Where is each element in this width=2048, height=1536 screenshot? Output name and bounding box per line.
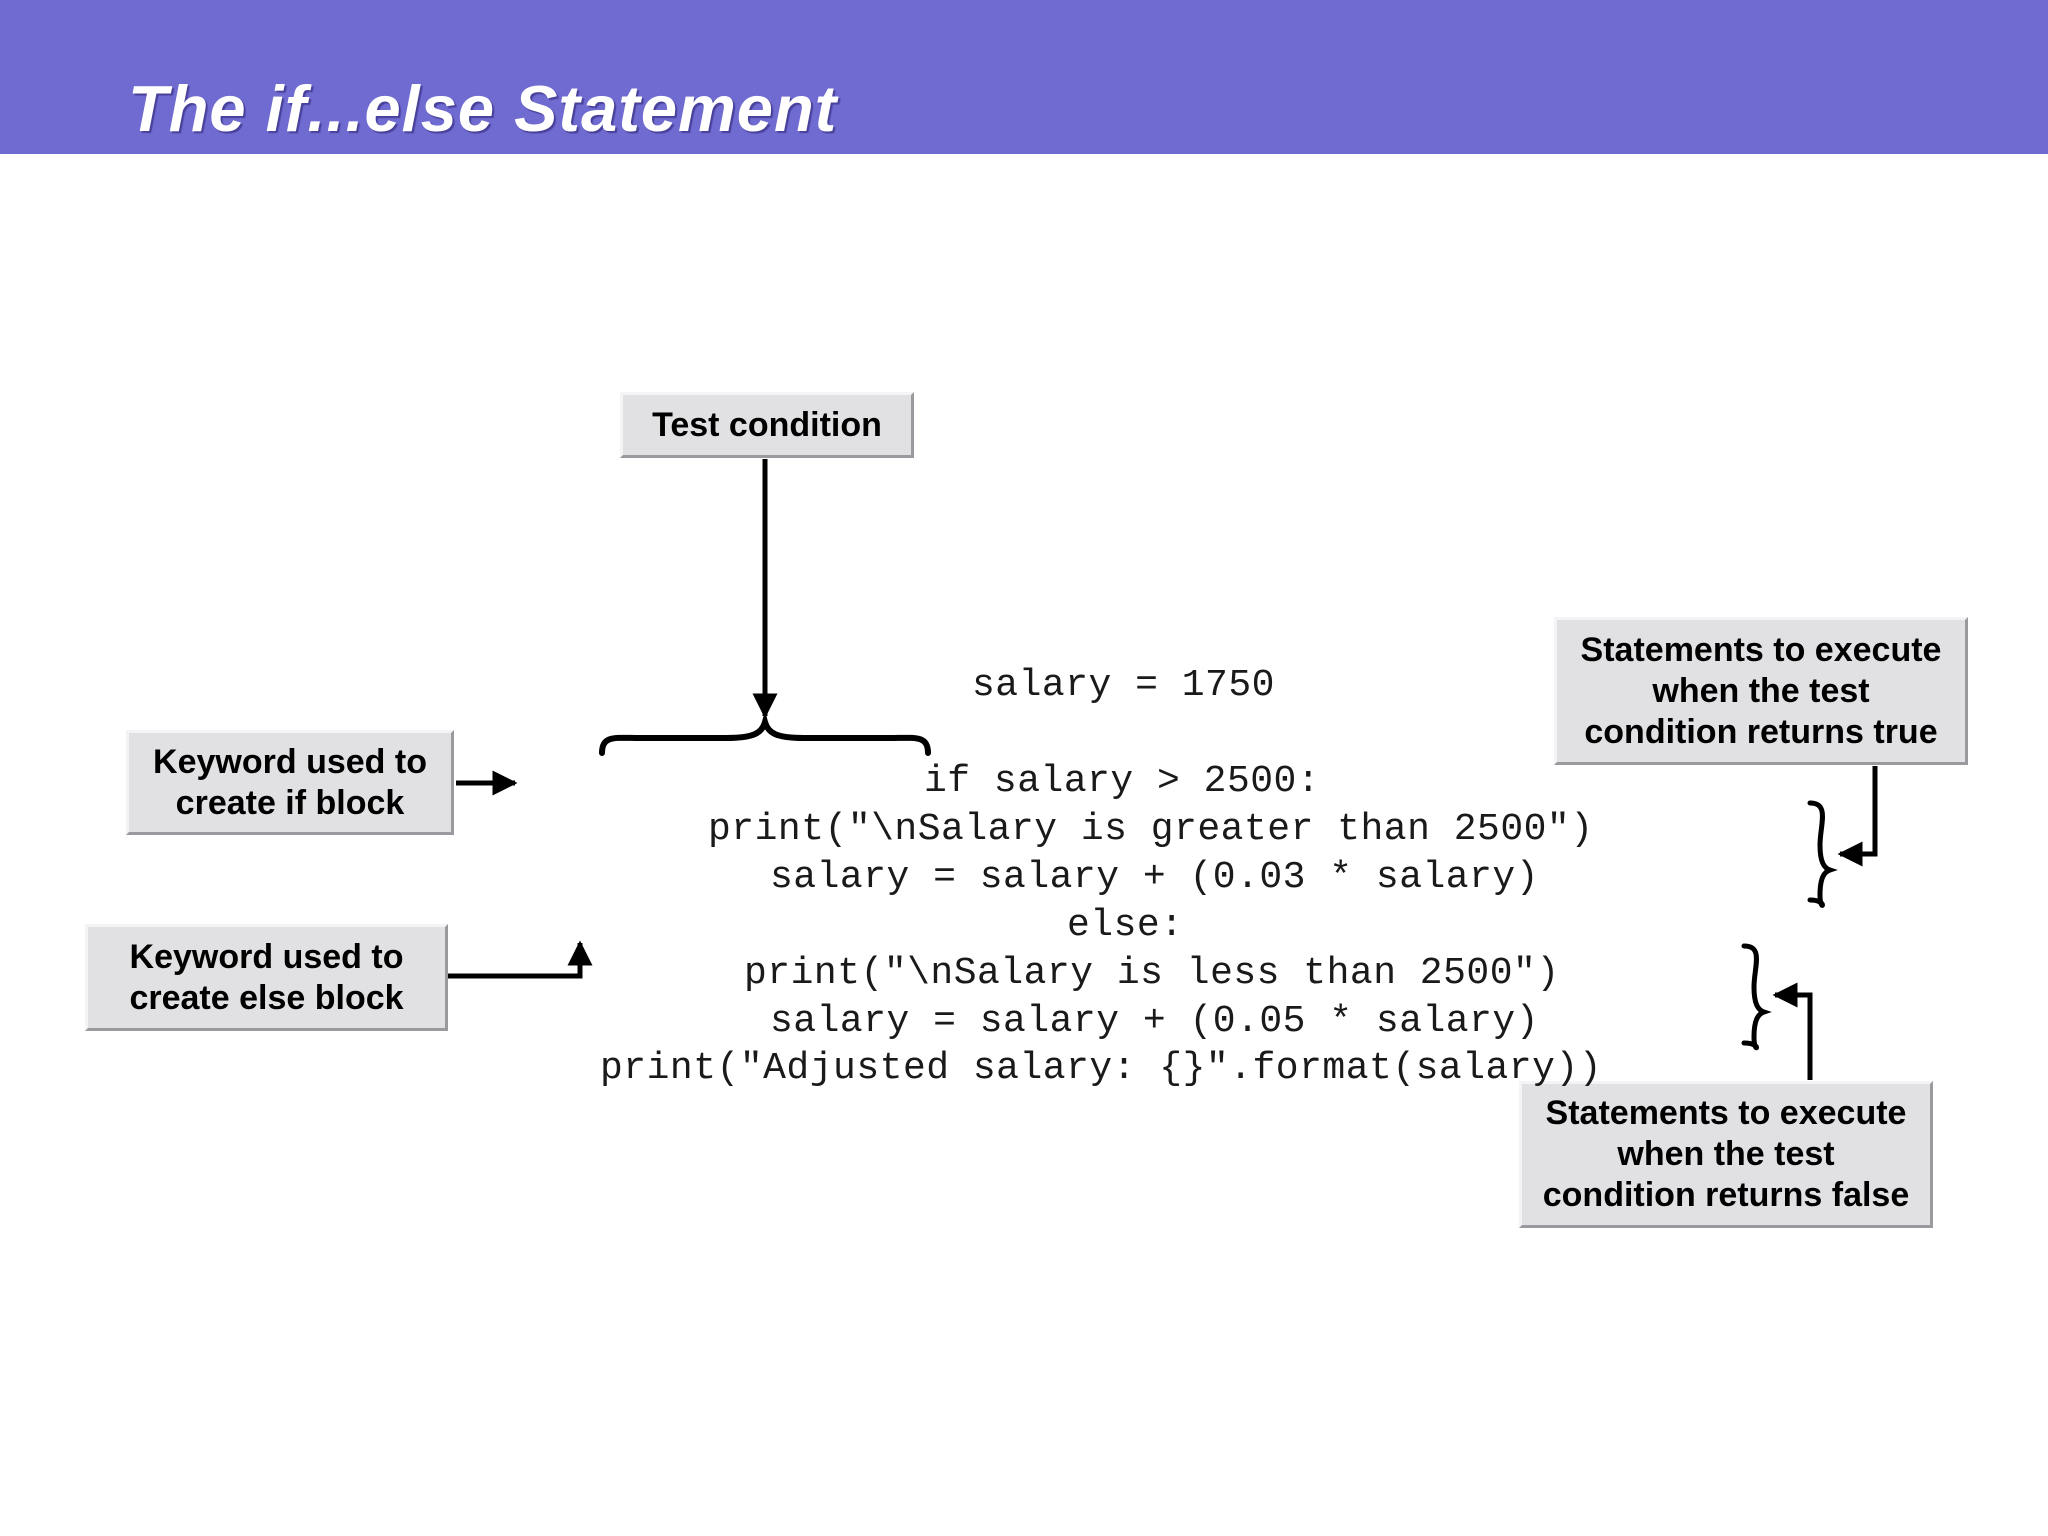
false-statements-callout: Statements to execute when the test cond…: [1519, 1081, 1933, 1228]
code-line-3: print("\nSalary is greater than 2500"): [708, 808, 1594, 851]
title-banner: The if...else Statement: [0, 0, 2048, 154]
else-keyword-arrow: [448, 940, 593, 979]
if-keyword-callout: Keyword used to create if block: [126, 730, 454, 835]
else-keyword-callout: Keyword used to create else block: [85, 924, 448, 1031]
code-line-2: if salary > 2500:: [924, 760, 1321, 803]
false-statements-arrow: [1772, 982, 1813, 1080]
false-block-brace: [1741, 943, 1772, 1051]
code-line-8: print("Adjusted salary: {}".format(salar…: [600, 1047, 1603, 1090]
code-line-1: salary = 1750: [972, 664, 1275, 707]
test-condition-callout: Test condition: [620, 392, 914, 458]
true-statements-arrow: [1837, 766, 1878, 867]
code-line-5: else:: [1067, 904, 1184, 947]
code-line-4: salary = salary + (0.03 * salary): [770, 856, 1540, 899]
true-statements-callout: Statements to execute when the test cond…: [1554, 617, 1968, 765]
true-block-brace: [1807, 800, 1838, 908]
condition-brace: [599, 710, 931, 756]
code-line-6: print("\nSalary is less than 2500"): [744, 952, 1560, 995]
code-line-7: salary = salary + (0.05 * salary): [770, 1000, 1540, 1043]
page-title: The if...else Statement: [128, 72, 838, 145]
